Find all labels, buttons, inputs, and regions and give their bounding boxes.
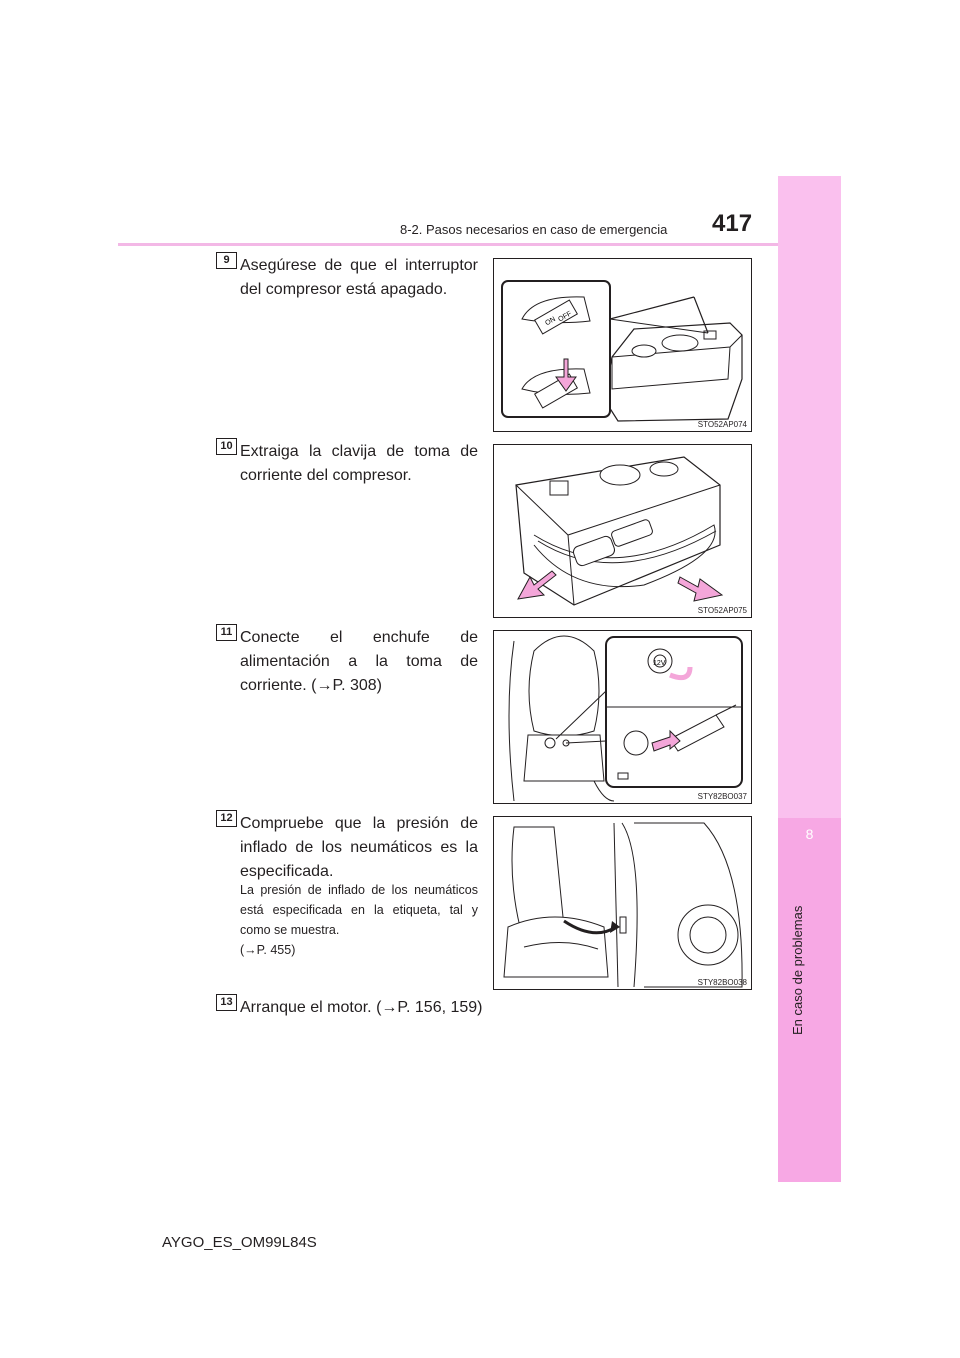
step-12-note: La presión de inflado de los neumáticos … bbox=[240, 883, 478, 937]
down-arrow-icon bbox=[555, 358, 577, 392]
step-text: Conecte el enchufe de alimentación a la … bbox=[240, 629, 478, 694]
document-code: AYGO_ES_OM99L84S bbox=[162, 1234, 317, 1251]
section-title: 8-2. Pasos necesarios en caso de emergen… bbox=[400, 222, 668, 237]
figure-power-plug: STO52AP075 bbox=[493, 444, 752, 618]
step-number-badge: 13 bbox=[216, 994, 237, 1011]
step-number-badge: 11 bbox=[216, 624, 237, 641]
figure-power-socket: 12V STY82BO037 bbox=[493, 630, 752, 804]
tire-pressure-label-icon bbox=[619, 916, 627, 934]
step-number-badge: 9 bbox=[216, 252, 237, 269]
step-12-note-ref: (→P. 455) bbox=[240, 943, 296, 957]
step-text: Extraiga la clavija de toma de corriente… bbox=[240, 443, 478, 484]
figure-code: STY82BO038 bbox=[697, 978, 747, 987]
figure-code: STY82BO037 bbox=[697, 792, 747, 801]
door-pillar-illustration bbox=[503, 822, 743, 988]
switch-on-label: ON bbox=[544, 316, 557, 327]
figure-code: STO52AP075 bbox=[697, 606, 747, 615]
step-text: Asegúrese de que el interruptor del comp… bbox=[240, 257, 478, 298]
page-number: 417 bbox=[712, 210, 753, 237]
socket-12v-label: 12V bbox=[653, 660, 666, 667]
header-rule bbox=[118, 243, 778, 246]
insert-arrow-icon bbox=[651, 729, 681, 752]
pointer-arrow-icon bbox=[610, 921, 620, 933]
chapter-title-text: En caso de problemas bbox=[790, 905, 805, 1035]
figure-compressor-switch: ON OFF STO52AP074 bbox=[493, 258, 752, 432]
compressor-switch-illustration: ON OFF bbox=[501, 280, 743, 422]
power-plug-illustration bbox=[515, 456, 724, 606]
chapter-title: En caso de problemas bbox=[790, 875, 810, 1035]
pull-arrow-right-icon bbox=[677, 576, 724, 602]
power-socket-illustration: 12V bbox=[508, 635, 743, 802]
figure-tire-label: STY82BO038 bbox=[493, 816, 752, 990]
figure-code: STO52AP074 bbox=[697, 420, 747, 429]
step-text: Compruebe que la presión de inflado de l… bbox=[240, 815, 478, 880]
open-cover-arrow-icon bbox=[669, 666, 693, 681]
step-text: Arranque el motor. (→P. 156, 159) bbox=[240, 999, 483, 1016]
pull-arrow-left-icon bbox=[517, 570, 557, 600]
step-number-badge: 10 bbox=[216, 438, 237, 455]
chapter-side-tab-active bbox=[778, 818, 841, 1182]
chapter-number: 8 bbox=[805, 826, 814, 842]
step-number-badge: 12 bbox=[216, 810, 237, 827]
